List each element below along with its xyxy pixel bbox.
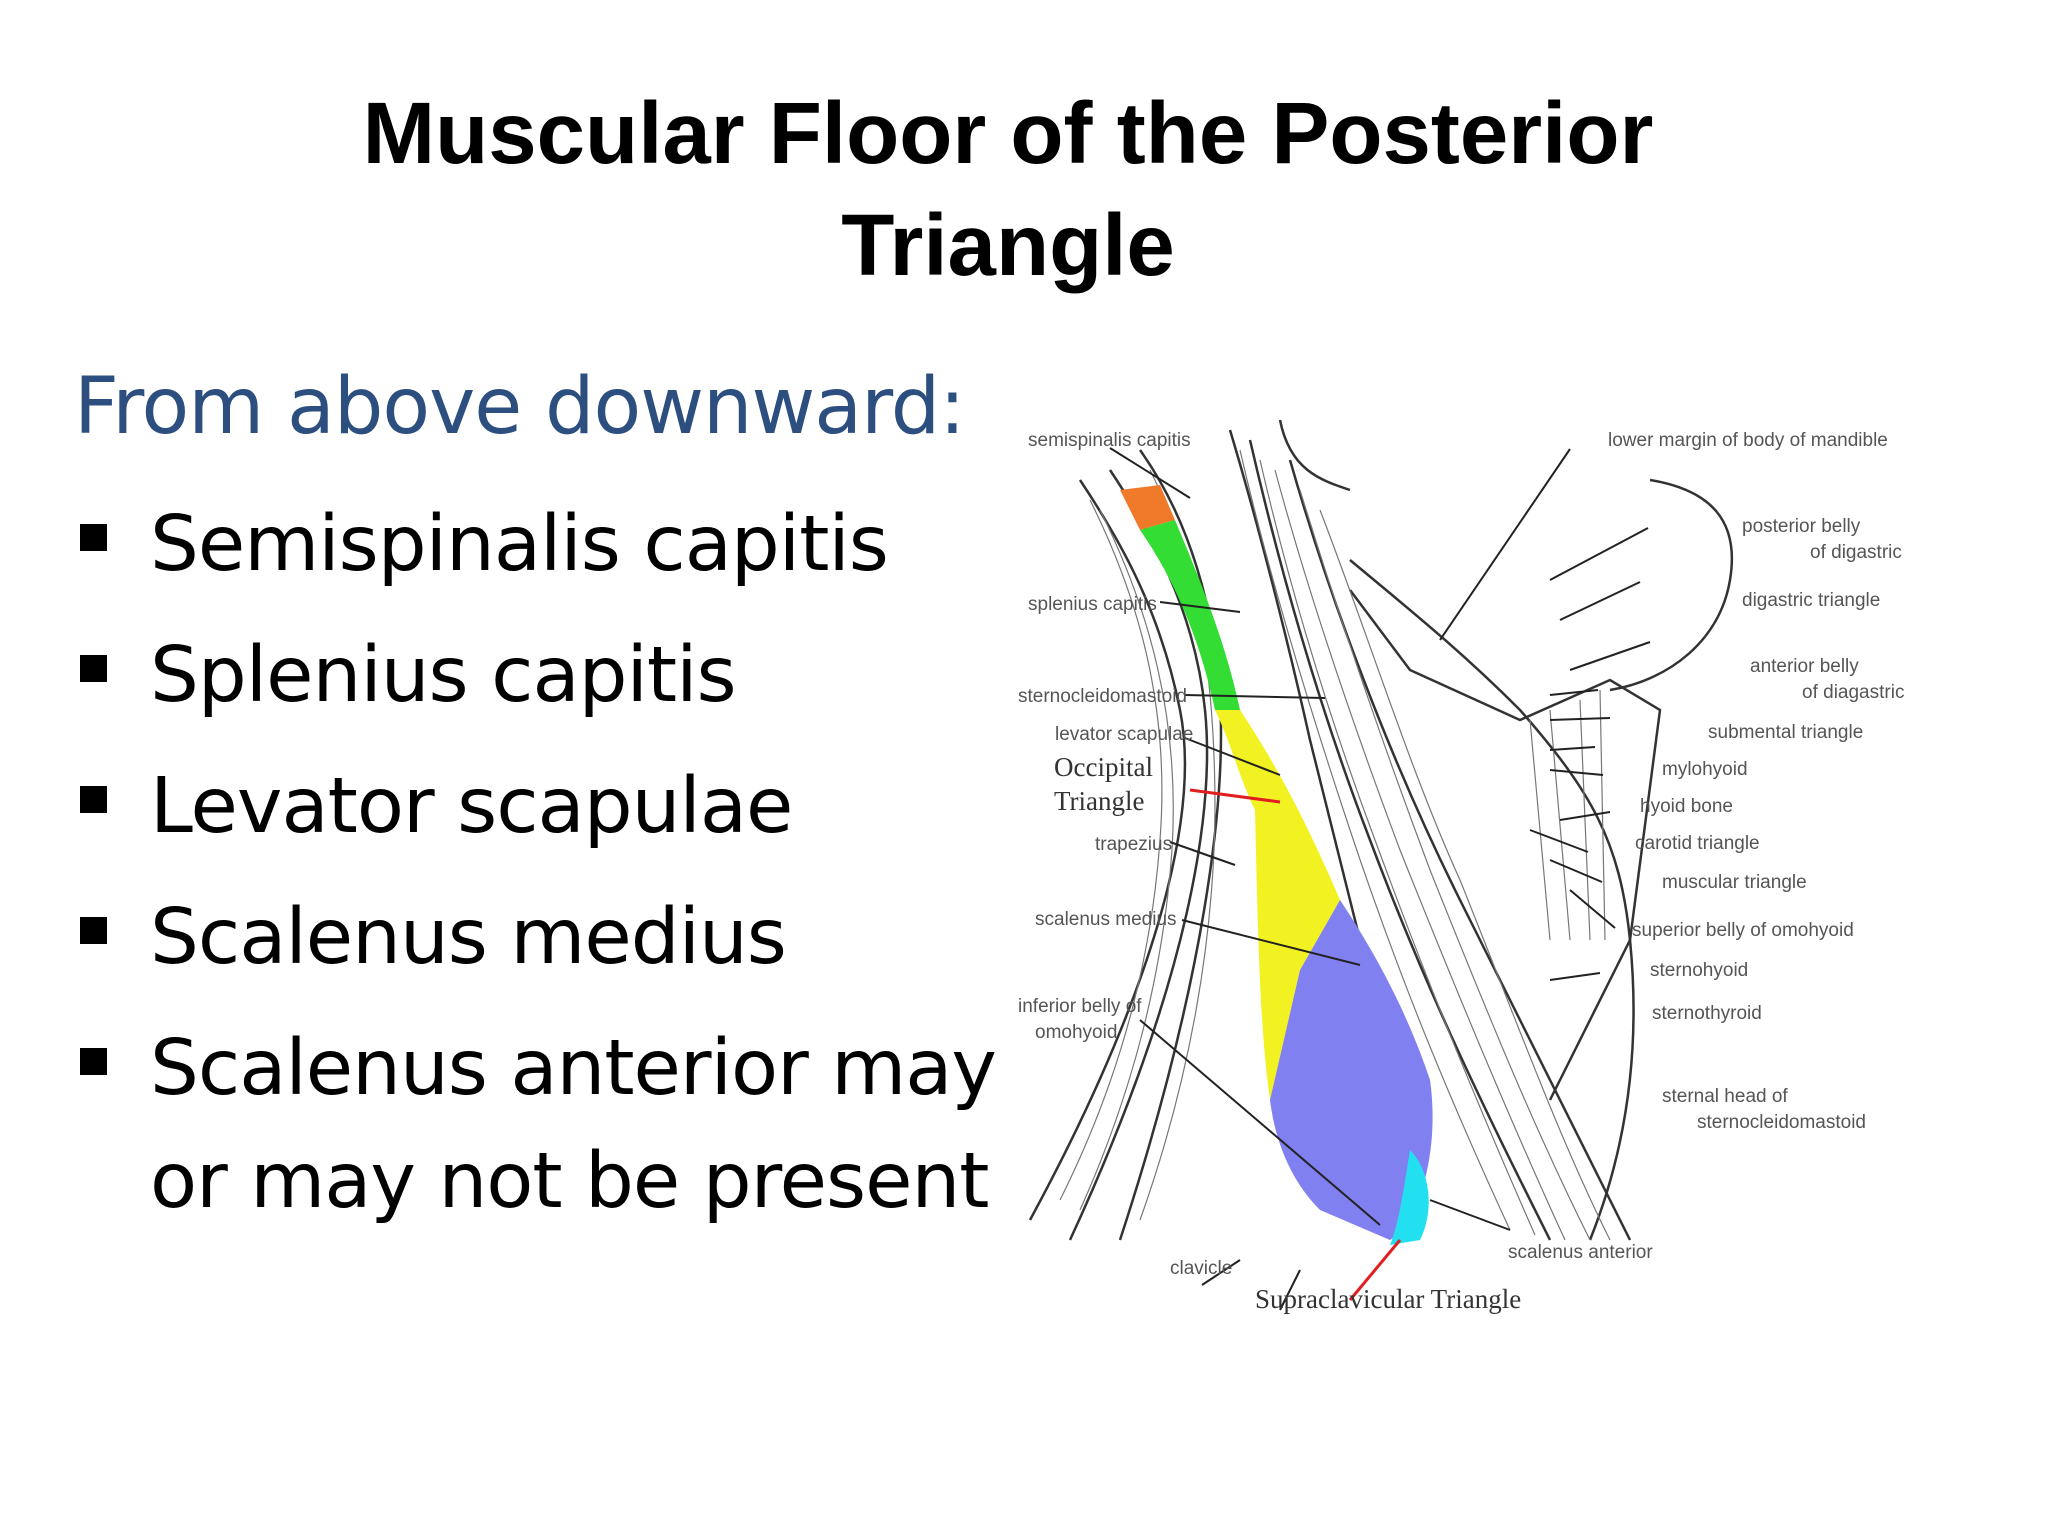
label-muscular-triangle: muscular triangle [1662, 872, 1807, 893]
bullet-item: Semispinalis capitis [74, 488, 996, 601]
label-occipital-triangle-line1: Occipital [1054, 752, 1153, 782]
label-mandible: lower margin of body of mandible [1608, 430, 1888, 451]
neck-triangles-diagram: semispinalis capitis splenius capitis st… [990, 380, 1920, 1360]
label-anterior-belly-line2: of diagastric [1802, 682, 1904, 703]
label-pointers [1109, 447, 1651, 1311]
splenius-region [1140, 520, 1240, 710]
square-bullet-icon [80, 524, 107, 551]
bullet-text: Scalenus medius [150, 893, 787, 982]
square-bullet-icon [80, 786, 107, 813]
label-sternocleidomastoid: sternocleidomastoid [1018, 686, 1187, 707]
label-superior-belly-omohyoid: superior belly of omohyoid [1632, 920, 1854, 941]
scalenus-medius-region [1270, 900, 1433, 1240]
square-bullet-icon [80, 917, 107, 944]
label-posterior-belly-line1: posterior belly [1742, 516, 1861, 537]
scalenus-anterior-region [1390, 1150, 1429, 1245]
label-scalenus-anterior: scalenus anterior [1508, 1242, 1653, 1263]
label-anterior-belly-line1: anterior belly [1750, 656, 1859, 677]
bullet-item: Levator scapulae [74, 750, 996, 863]
intro-text: From above downward: [74, 362, 966, 452]
muscle-fibers [1059, 449, 1611, 1241]
label-clavicle: clavicle [1170, 1258, 1232, 1279]
bullet-text: Semispinalis capitis [150, 500, 889, 589]
bullet-text: Splenius capitis [150, 631, 737, 720]
semispinalis-region [1120, 485, 1175, 530]
bullet-text-continued: or may not be present [150, 1137, 989, 1226]
label-sternohyoid: sternohyoid [1650, 960, 1748, 981]
slide-title: Muscular Floor of the Posterior Triangle [0, 78, 2016, 302]
label-scalenus-medius: scalenus medius [1035, 909, 1177, 930]
label-digastric-triangle: digastric triangle [1742, 590, 1880, 611]
label-sternal-head-line1: sternal head of [1662, 1086, 1788, 1107]
bullet-item: Splenius capitis [74, 619, 996, 732]
label-semispinalis-capitis: semispinalis capitis [1028, 430, 1191, 451]
label-submental-triangle: submental triangle [1708, 722, 1863, 743]
label-trapezius: trapezius [1095, 834, 1172, 855]
bullet-text: Scalenus anterior may [150, 1024, 997, 1113]
label-carotid-triangle: carotid triangle [1635, 833, 1760, 854]
label-mylohyoid: mylohyoid [1662, 759, 1748, 780]
label-supraclavicular-triangle: Supraclavicular Triangle [1255, 1284, 1521, 1314]
anatomy-illustration: semispinalis capitis splenius capitis st… [1018, 419, 1904, 1314]
label-splenius-capitis: splenius capitis [1028, 594, 1157, 615]
label-omohyoid-line1: inferior belly of [1018, 996, 1142, 1017]
label-levator-scapulae: levator scapulae [1055, 724, 1193, 745]
title-line-2: Triangle [841, 197, 1175, 294]
label-sternothyroid: sternothyroid [1652, 1003, 1762, 1024]
title-line-1: Muscular Floor of the Posterior [362, 85, 1654, 182]
label-hyoid-bone: hyoid bone [1640, 796, 1733, 817]
label-occipital-triangle-line2: Triangle [1054, 786, 1145, 816]
label-omohyoid-line2: omohyoid [1035, 1022, 1117, 1043]
bullet-text: Levator scapulae [150, 762, 793, 851]
levator-region [1215, 710, 1340, 970]
bullet-list: Semispinalis capitis Splenius capitis Le… [74, 488, 997, 1256]
label-sternal-head-line2: sternocleidomastoid [1697, 1112, 1866, 1133]
levator-lower-region [1255, 810, 1300, 1100]
label-posterior-belly-line2: of digastric [1810, 542, 1902, 563]
bullet-item: Scalenus anterior may or may not be prese… [74, 1012, 997, 1238]
square-bullet-icon [80, 655, 107, 682]
square-bullet-icon [80, 1048, 107, 1075]
bullet-item: Scalenus medius [74, 881, 996, 994]
red-pointers [1189, 788, 1402, 1301]
